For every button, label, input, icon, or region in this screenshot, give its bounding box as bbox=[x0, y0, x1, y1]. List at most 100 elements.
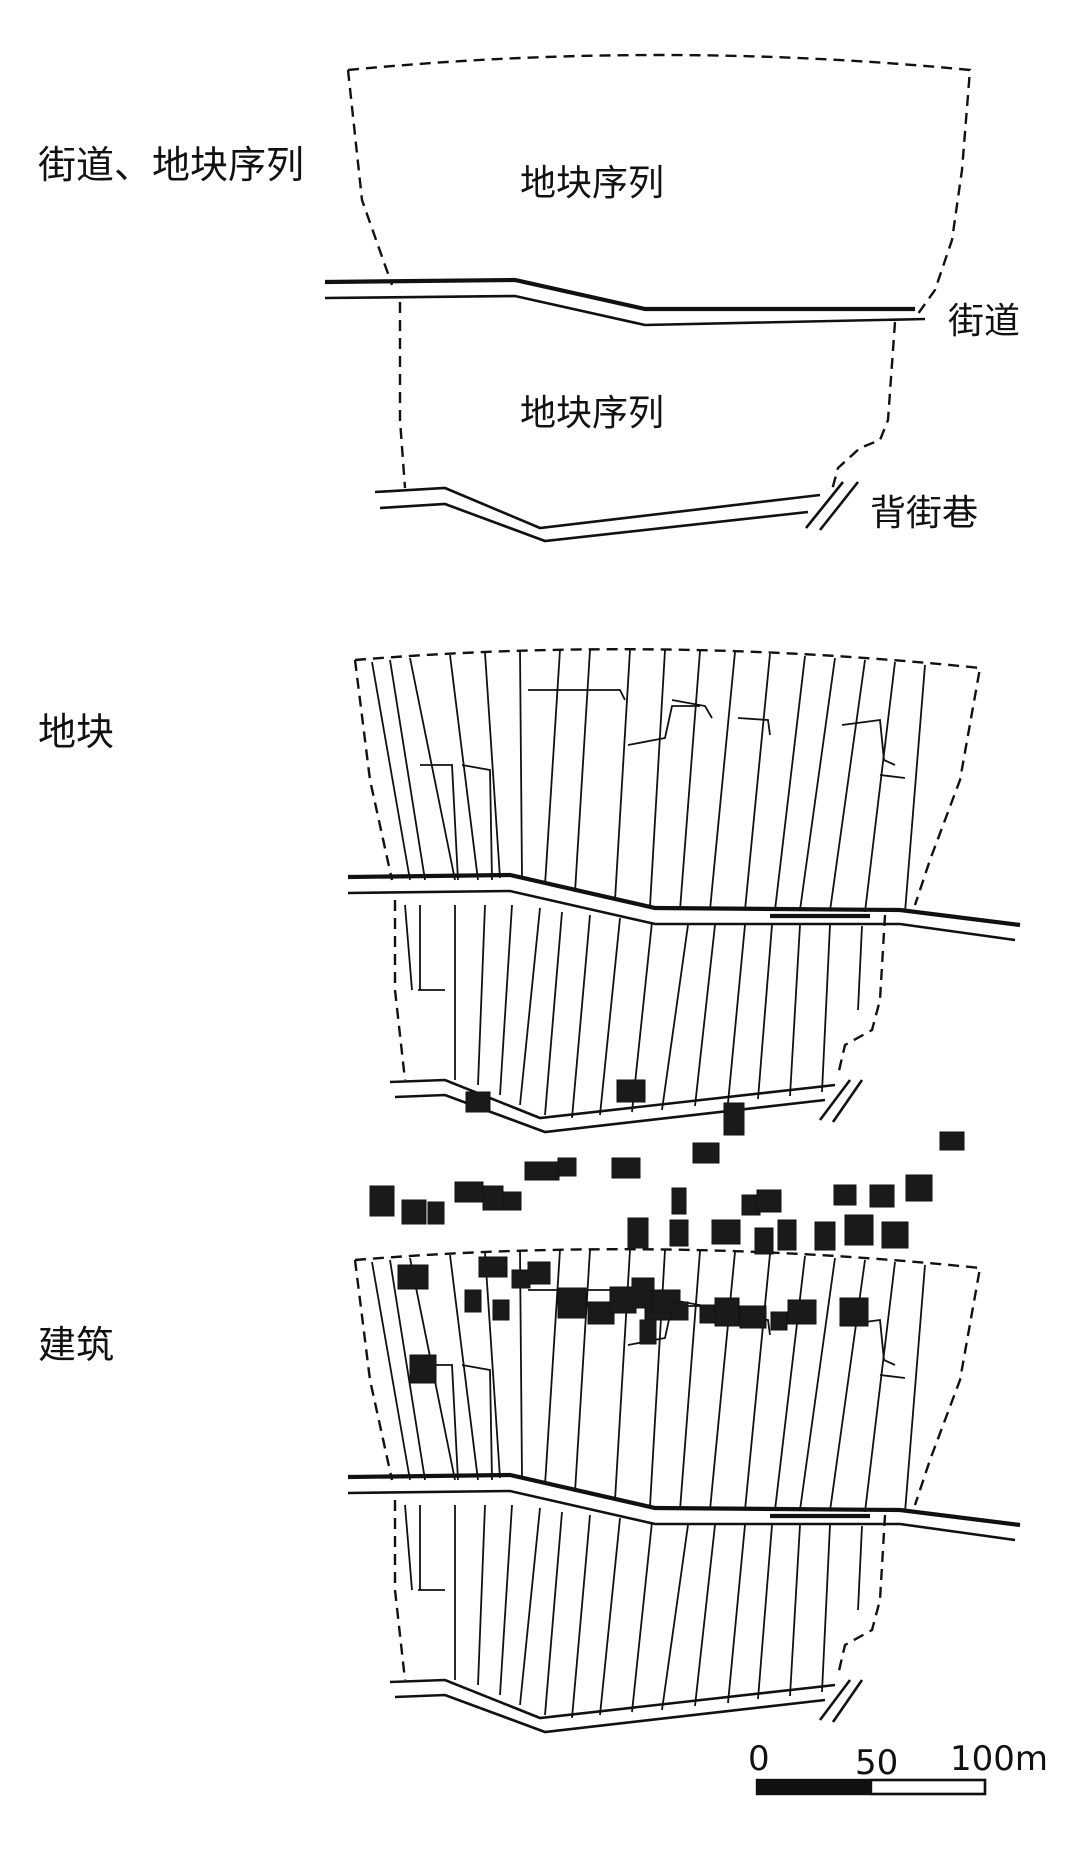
plot-step-outline-7 bbox=[841, 718, 896, 766]
upper-block-label: 地块序列 bbox=[520, 163, 664, 204]
building-footprint-22 bbox=[669, 1219, 689, 1247]
lower-plot-line-7 bbox=[544, 911, 563, 1116]
plot-step-outline-1 bbox=[420, 764, 459, 881]
building-footprint-28 bbox=[881, 1221, 909, 1249]
building-footprint-12 bbox=[454, 1181, 484, 1203]
building-footprint-26 bbox=[814, 1221, 836, 1251]
back-lane-cut-2 bbox=[831, 1679, 864, 1723]
building-footprint-13 bbox=[482, 1185, 504, 1211]
upper-block-left-edge bbox=[353, 1259, 394, 1481]
building-footprint-48 bbox=[639, 1319, 657, 1345]
upper-plot-line-6 bbox=[519, 650, 523, 879]
back-lane-cut-2 bbox=[818, 481, 860, 531]
lower-plot-line-6 bbox=[519, 907, 541, 1106]
upper-plot-line-14 bbox=[774, 655, 806, 911]
plots-drawing bbox=[347, 648, 1021, 1134]
back-lane-cut-1 bbox=[818, 1079, 852, 1121]
lower-plot-line-11 bbox=[661, 1524, 689, 1711]
lower-plot-line-4 bbox=[477, 904, 486, 1086]
back-lane-south-edge bbox=[379, 502, 809, 543]
building-footprint-18 bbox=[833, 1184, 857, 1206]
panel-label-buildings: 建筑 bbox=[38, 1323, 114, 1367]
main-street-south-edge bbox=[347, 889, 1016, 942]
lower-block-boundary bbox=[393, 1500, 887, 1681]
plot-step-outline-2 bbox=[461, 764, 493, 881]
lower-plot-line-15 bbox=[789, 1524, 801, 1697]
upper-plot-line-13 bbox=[744, 653, 771, 911]
upper-block-boundary bbox=[354, 1248, 982, 1506]
building-footprint-27 bbox=[844, 1214, 874, 1246]
lower-plot-line-12 bbox=[694, 1524, 716, 1707]
upper-plot-line-17 bbox=[864, 1261, 896, 1513]
upper-plot-line-15 bbox=[799, 1257, 836, 1511]
lower-block-boundary bbox=[398, 302, 897, 491]
building-footprint-24 bbox=[754, 1227, 774, 1255]
building-footprint-45 bbox=[770, 1311, 788, 1331]
upper-plot-line-7 bbox=[544, 649, 561, 886]
back-lane-cut-1 bbox=[804, 481, 845, 529]
upper-block-left-edge bbox=[346, 69, 394, 286]
back-lane-north-edge bbox=[374, 486, 821, 530]
building-footprint-1 bbox=[465, 1091, 491, 1113]
lower-plot-line-16 bbox=[821, 1524, 831, 1693]
upper-plot-line-18 bbox=[904, 664, 926, 913]
upper-plot-line-12 bbox=[709, 1251, 736, 1511]
building-footprint-25 bbox=[777, 1219, 797, 1251]
building-footprint-3 bbox=[723, 1102, 745, 1136]
upper-plot-line-15 bbox=[799, 657, 836, 911]
building-footprint-30 bbox=[478, 1256, 508, 1278]
upper-plot-line-4 bbox=[449, 1254, 479, 1481]
building-footprint-10 bbox=[401, 1199, 427, 1225]
building-footprint-20 bbox=[905, 1174, 933, 1202]
back-lane-cut-2 bbox=[831, 1079, 864, 1123]
upper-plot-line-8 bbox=[574, 1249, 591, 1493]
lower-plot-line-16 bbox=[821, 924, 831, 1093]
building-footprint-46 bbox=[787, 1299, 817, 1325]
lower-plot-line-1 bbox=[404, 904, 413, 991]
lower-plot-line-10 bbox=[631, 1521, 653, 1713]
lower-plot-line-5 bbox=[499, 1504, 513, 1696]
lower-plot-line-15 bbox=[789, 924, 801, 1097]
building-footprint-41 bbox=[671, 1301, 689, 1321]
lower-block-boundary bbox=[393, 900, 887, 1081]
upper-block-left-edge bbox=[353, 659, 394, 881]
plot-step-outline-5 bbox=[671, 699, 713, 719]
upper-plot-line-11 bbox=[679, 1250, 701, 1511]
upper-plot-line-12 bbox=[709, 651, 736, 911]
upper-plot-line-4 bbox=[449, 654, 479, 881]
upper-plot-line-6 bbox=[519, 1250, 523, 1479]
building-footprint-8 bbox=[692, 1142, 720, 1164]
lower-plot-line-5 bbox=[499, 904, 513, 1096]
upper-plot-line-13 bbox=[744, 1253, 771, 1511]
upper-plot-line-5 bbox=[484, 652, 501, 879]
back-lane-south-edge bbox=[394, 1093, 826, 1134]
upper-plot-line-5 bbox=[484, 1252, 501, 1479]
lower-plot-line-12 bbox=[694, 924, 716, 1107]
plot-step-outline-6 bbox=[737, 717, 771, 736]
building-footprint-11 bbox=[427, 1201, 445, 1225]
lower-plot-line-14 bbox=[757, 924, 773, 1100]
upper-plot-line-3 bbox=[409, 657, 456, 881]
plot-step-outline-8 bbox=[879, 774, 906, 779]
plot-step-outline-4 bbox=[627, 705, 700, 746]
lower-plot-line-6 bbox=[519, 1507, 541, 1706]
building-footprint-21 bbox=[627, 1217, 649, 1249]
lower-plot-line-14 bbox=[757, 1524, 773, 1700]
scale-tick-100: 100m bbox=[950, 1739, 1048, 1779]
building-footprint-44 bbox=[739, 1305, 767, 1329]
building-footprint-31 bbox=[511, 1269, 531, 1289]
lower-plot-line-1 bbox=[404, 1504, 413, 1591]
scale-bar-filled-segment bbox=[757, 1780, 871, 1794]
building-footprint-6 bbox=[557, 1157, 577, 1177]
back-lane-south-edge bbox=[394, 1693, 826, 1734]
back-lane-north-edge bbox=[389, 1078, 836, 1120]
building-footprint-7 bbox=[611, 1157, 641, 1179]
upper-plot-line-10 bbox=[649, 649, 666, 907]
building-footprint-19 bbox=[869, 1184, 895, 1208]
lower-plot-line-13 bbox=[727, 924, 746, 1104]
lower-plot-line-17 bbox=[857, 925, 863, 1011]
panel-plots: 地块 bbox=[38, 648, 1021, 1134]
scale-bar: 0 50 100m bbox=[748, 1739, 1048, 1796]
panel-label-sequence: 街道、地块序列 bbox=[38, 143, 304, 187]
